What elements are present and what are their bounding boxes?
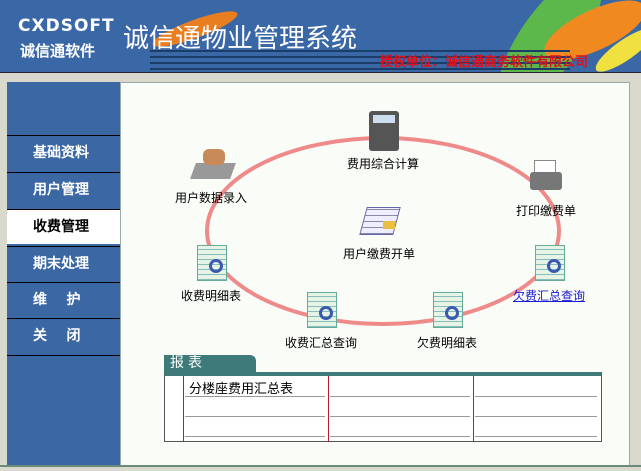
charge-detail-item[interactable]: 收费明细表 [166,243,256,304]
report-icon [425,290,469,330]
keyboard-icon [189,145,236,185]
bottom-divider [0,465,641,467]
form-icon [357,201,401,241]
sidebar-item-close[interactable]: 关 闭 [7,318,120,353]
calc-fees-label: 费用综合计算 [346,157,419,171]
report-table: 分楼座费用汇总表 [164,372,602,442]
report-icon [189,243,233,283]
licensee-text: 授权单位：诚信通商务软件有限公司 [380,55,589,70]
sidebar-item-period-end[interactable]: 期末处理 [7,246,120,281]
arrears-summary-link[interactable]: 欠费汇总查询 [512,289,585,303]
app-header: CXDSOFT 诚信通软件 诚信通物业管理系统 授权单位：诚信通商务软件有限公司 [0,0,641,73]
calc-fees-item[interactable]: 费用综合计算 [333,111,433,172]
user-data-entry-label: 用户数据录入 [174,191,247,205]
sidebar: 基础资料 用户管理 收费管理 期末处理 维 护 关 闭 [7,82,120,467]
sidebar-item-charge-management[interactable]: 收费管理 [7,209,120,244]
sidebar-item-user-management[interactable]: 用户管理 [7,172,120,207]
arrears-summary-item[interactable]: 欠费汇总查询 [501,243,597,304]
printer-icon [524,158,568,198]
arrears-detail-label: 欠费明细表 [416,336,477,350]
logo-cn-text: 诚信通软件 [20,42,96,60]
user-data-entry-item[interactable]: 用户数据录入 [161,145,261,206]
print-bill-label: 打印缴费单 [515,204,576,218]
report-section: 报表 分楼座费用汇总表 [164,355,602,443]
charge-summary-item[interactable]: 收费汇总查询 [271,290,371,351]
print-bill-item[interactable]: 打印缴费单 [501,158,591,219]
charge-summary-label: 收费汇总查询 [284,336,357,350]
report-tab[interactable]: 报表 [164,355,256,372]
user-billing-label: 用户缴费开单 [342,247,415,261]
app-title: 诚信通物业管理系统 [123,24,358,54]
sidebar-item-basic-data[interactable]: 基础资料 [7,135,120,170]
report-floor-summary[interactable]: 分楼座费用汇总表 [189,382,294,397]
sidebar-divider [7,355,120,356]
charge-detail-label: 收费明细表 [180,289,241,303]
sidebar-item-maintenance[interactable]: 维 护 [7,282,120,317]
calculator-icon [361,111,405,151]
arrears-detail-item[interactable]: 欠费明细表 [399,290,495,351]
report-icon [299,290,343,330]
report-icon [527,243,571,283]
logo-text: CXDSOFT [18,16,115,36]
main-panel: 费用综合计算 用户数据录入 打印缴费单 用户缴费开单 收费明细表 欠费汇总查询 … [120,82,630,467]
user-billing-item[interactable]: 用户缴费开单 [329,201,429,262]
